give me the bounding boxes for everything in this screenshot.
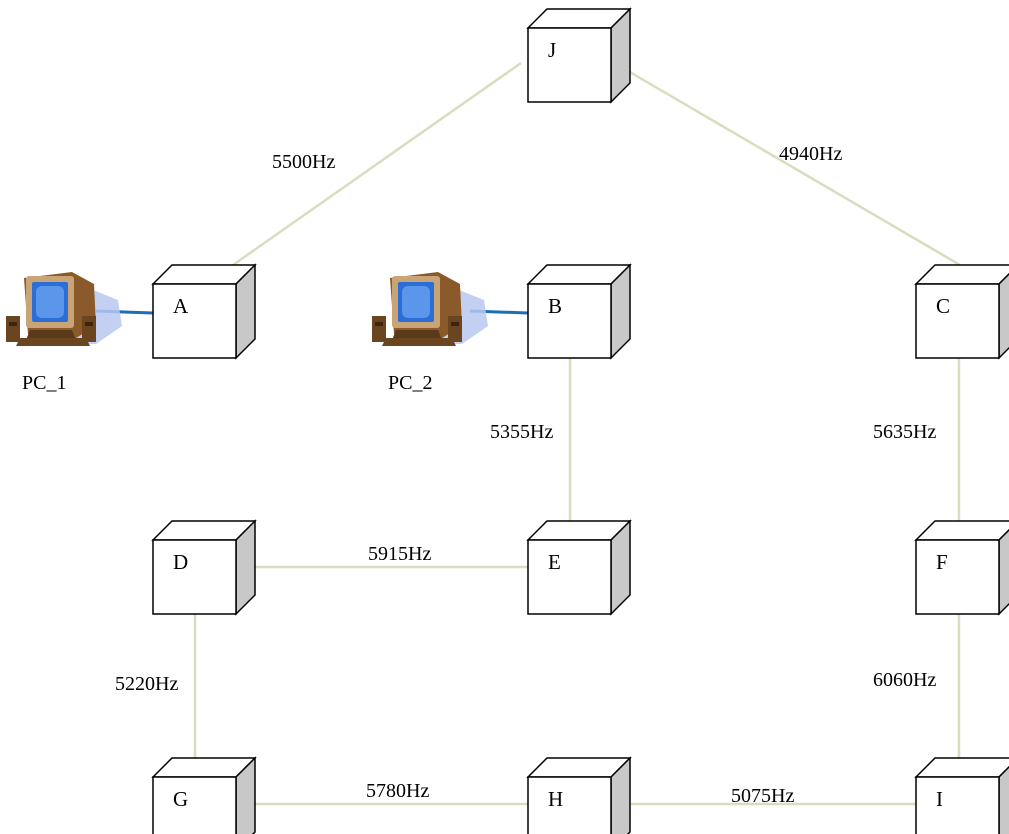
node-j[interactable]: J (526, 7, 632, 104)
pc2-label: PC_2 (388, 372, 432, 394)
node-label-i: I (936, 787, 943, 811)
pc-graphic (6, 272, 122, 346)
edge-label-d-g: 5220Hz (115, 673, 178, 695)
edge-label-b-e: 5355Hz (490, 421, 553, 443)
node-front-face (915, 283, 1000, 359)
edge-label-d-e: 5915Hz (368, 543, 431, 565)
node-front-face (527, 27, 612, 103)
edge-label-j-a: 5500Hz (272, 151, 335, 173)
edge-j-a (232, 61, 522, 267)
node-c[interactable]: C (914, 264, 1009, 360)
computer-icon[interactable] (372, 272, 488, 346)
node-front-face (527, 283, 612, 359)
node-a[interactable]: A (151, 263, 257, 360)
node-label-c: C (936, 294, 950, 318)
node-b[interactable]: B (526, 263, 632, 360)
node-top-face (914, 264, 1009, 285)
node-front-face (152, 776, 237, 834)
node-label-e: E (548, 550, 561, 574)
node-label-j: J (548, 38, 556, 62)
node-front-face (527, 539, 612, 615)
node-d[interactable]: D (151, 519, 257, 616)
edge-label-g-h: 5780Hz (366, 780, 429, 802)
node-top-face (914, 757, 1009, 778)
node-label-h: H (548, 787, 563, 811)
node-front-face (915, 539, 1000, 615)
node-label-b: B (548, 294, 562, 318)
edge-label-j-c: 4940Hz (779, 143, 842, 165)
node-label-a: A (173, 294, 189, 318)
node-f[interactable]: F (914, 520, 1009, 616)
edge-label-f-i: 6060Hz (873, 669, 936, 691)
edge-label-h-i: 5075Hz (731, 785, 794, 807)
node-front-face (915, 776, 1000, 834)
node-i[interactable]: I (914, 757, 1009, 834)
node-label-d: D (173, 550, 188, 574)
pc1-label: PC_1 (22, 372, 66, 394)
edge-j-c (622, 66, 961, 267)
node-front-face (152, 283, 237, 359)
node-label-g: G (173, 787, 188, 811)
node-front-face (152, 539, 237, 615)
node-h[interactable]: H (526, 756, 632, 834)
node-g[interactable]: G (151, 756, 257, 834)
node-front-face (527, 776, 612, 834)
node-label-f: F (936, 550, 948, 574)
edge-label-c-f: 5635Hz (873, 421, 936, 443)
node-top-face (914, 520, 1009, 541)
computer-icon[interactable] (6, 272, 122, 346)
node-e[interactable]: E (526, 519, 632, 616)
pc-graphic (372, 272, 488, 346)
